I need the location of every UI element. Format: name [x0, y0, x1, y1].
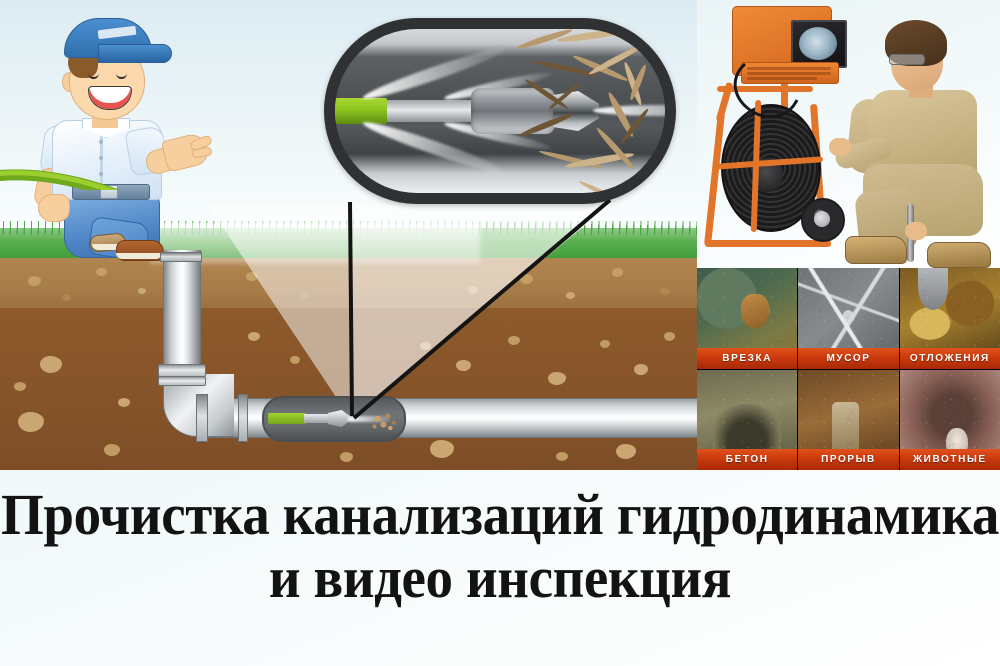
pebble [556, 452, 568, 461]
technician-boot [845, 236, 907, 264]
photo-cell: БЕТОН [697, 369, 798, 470]
technician-hand [829, 138, 851, 156]
plumber-right-eye [116, 70, 127, 79]
magnifier-green-hose [335, 98, 387, 124]
photo-cell: МУСОР [798, 268, 899, 369]
cart-frame-cross [717, 86, 813, 92]
plumber-shoe-sole [92, 244, 124, 250]
plumber-shirt-button [99, 156, 103, 160]
keyboard-row [747, 72, 831, 75]
keyboard-row [747, 77, 817, 80]
plumber-shoe-sole [116, 253, 162, 259]
control-keyboard [741, 62, 839, 84]
pebble [430, 440, 454, 458]
title-line-1: Прочистка канализаций гидродинамика [1, 481, 999, 547]
technician-boot [927, 242, 991, 268]
cutaway-nozzle [328, 410, 350, 427]
photo-label: ЖИВОТНЫЕ [899, 449, 1000, 470]
cutaway-rod [304, 414, 330, 423]
pebble [664, 332, 675, 341]
pebble [28, 276, 41, 286]
technician-hair [885, 20, 947, 66]
photo-label: МУСОР [798, 347, 899, 369]
photo-label: ОТЛОЖЕНИЯ [899, 347, 1000, 369]
pebble [616, 444, 636, 459]
cutaway-debris [368, 410, 400, 432]
plumber-left-eye [88, 70, 99, 79]
pipe-collar [160, 252, 202, 262]
defect-photo-grid: ВРЕЗКА МУСОР ОТЛОЖЕНИЯ БЕТОН ПРОРЫВ [697, 268, 1000, 470]
root [577, 179, 629, 193]
plumber-shirt-button [99, 172, 103, 176]
pebble [18, 412, 44, 432]
pebble [96, 268, 107, 276]
root-intrusion [513, 29, 665, 193]
pebble [138, 288, 146, 294]
pebble [40, 356, 62, 373]
pipe-flange [158, 376, 206, 386]
pebble [14, 382, 26, 391]
plumber-shirt-button [99, 140, 103, 144]
pebble [248, 332, 260, 341]
photo-label: БЕТОН [697, 449, 798, 470]
water-jet [593, 105, 665, 116]
cart-mast [781, 60, 788, 122]
pipe-collar [238, 394, 248, 442]
cart-wheel [801, 198, 845, 242]
keyboard-row [747, 67, 831, 70]
plumber-shirt-placket [100, 124, 103, 196]
monitor-screen [791, 20, 847, 68]
title-line-2: и видео инспекция [268, 545, 732, 610]
pebble [62, 294, 71, 301]
green-hose [0, 169, 120, 190]
pebble [340, 452, 353, 462]
video-inspection-reel-cart [697, 0, 1000, 268]
technician-hand [905, 222, 927, 240]
illustration-scene: ВРЕЗКА МУСОР ОТЛОЖЕНИЯ БЕТОН ПРОРЫВ [0, 0, 1000, 470]
photo-cell: ОТЛОЖЕНИЯ [899, 268, 1000, 369]
magnifier-interior [335, 29, 665, 193]
pebble [104, 444, 120, 456]
pebble [660, 288, 670, 295]
pebble [246, 272, 258, 281]
technician [829, 14, 1000, 268]
poster-title: Прочистка канализаций гидродинамика и ви… [0, 470, 1000, 666]
pebble [118, 398, 130, 407]
plumber-left-hand [38, 194, 70, 222]
plumber-cap-brim [98, 44, 172, 63]
pebble [634, 364, 648, 375]
photo-label: ВРЕЗКА [697, 347, 798, 369]
camera-cable [733, 62, 799, 119]
photo-cell: ВРЕЗКА [697, 268, 798, 369]
pebble [290, 356, 300, 364]
pipe-cutaway-window [262, 396, 406, 442]
pipe-collar [196, 394, 208, 442]
pebble [612, 268, 623, 277]
pipe-camera-feed [799, 27, 837, 60]
cutaway-hose [268, 413, 306, 424]
pipe-cutaway-magnifier [324, 18, 676, 204]
cart-frame-base [705, 240, 831, 247]
photo-label: ПРОРЫВ [798, 449, 899, 470]
photo-cell: ПРОРЫВ [798, 369, 899, 470]
root [517, 111, 574, 139]
photo-cell: ЖИВОТНЫЕ [899, 369, 1000, 470]
safety-glasses [889, 54, 925, 65]
